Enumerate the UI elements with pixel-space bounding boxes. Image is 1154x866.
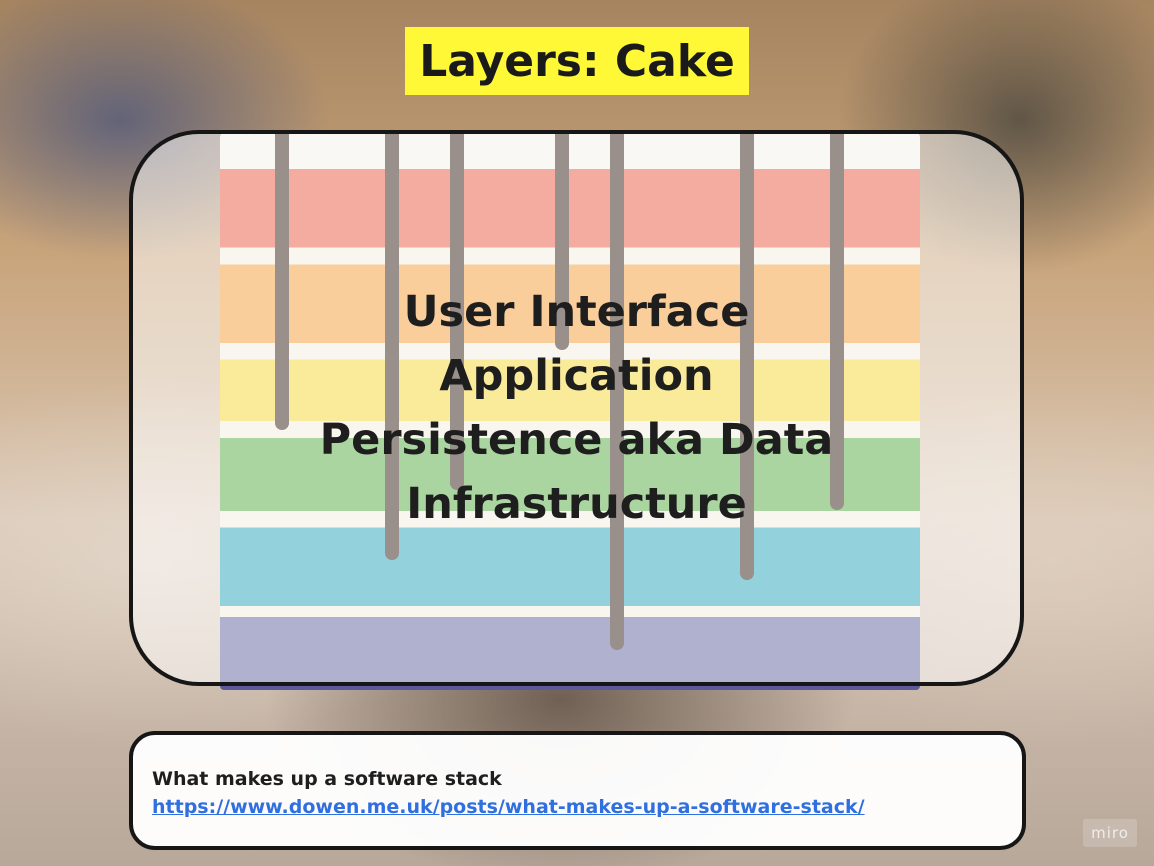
reference-link[interactable]: https://www.dowen.me.uk/posts/what-makes… (152, 796, 865, 818)
miro-watermark: miro (1083, 819, 1137, 847)
reference-note-card[interactable]: What makes up a software stack https://w… (129, 731, 1026, 850)
title-text: Layers: Cake (419, 35, 735, 87)
layer-persistence: Persistence aka Data (319, 415, 834, 465)
layer-infrastructure: Infrastructure (406, 479, 747, 529)
note-title: What makes up a software stack (152, 768, 502, 790)
layers-card[interactable]: User Interface Application Persistence a… (129, 130, 1024, 686)
title-badge[interactable]: Layers: Cake (405, 27, 749, 95)
layer-application: Application (439, 351, 714, 401)
layer-user-interface: User Interface (403, 287, 750, 337)
